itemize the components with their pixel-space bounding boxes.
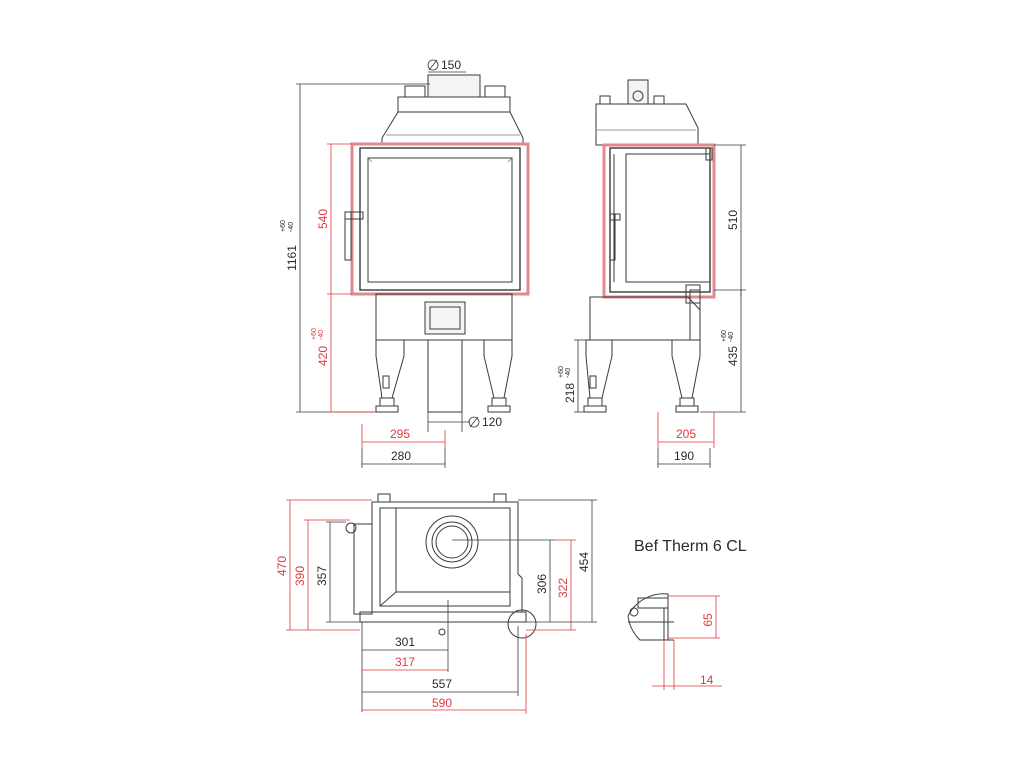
plan-depth-red-label: 390 <box>293 566 307 586</box>
side-right-height-label: 435 <box>726 346 740 366</box>
plan-view: 470 390 357 306 322 454 <box>275 493 597 714</box>
plan-width-black-label: 557 <box>432 677 452 691</box>
plan-flue-outer <box>425 515 479 569</box>
plan-detail-circle <box>507 609 537 639</box>
side-handle <box>609 213 616 261</box>
side-glass <box>625 153 711 283</box>
side-right-height-tol-plus: +60 <box>721 330 728 342</box>
side-lower-body <box>589 296 701 341</box>
side-door-height-label: 510 <box>726 210 740 230</box>
side-hood <box>595 103 699 146</box>
front-top-bracket-left <box>404 85 426 98</box>
front-flue-diameter-label: 150 <box>441 58 461 72</box>
side-offset-black-label: 190 <box>674 449 694 463</box>
side-leg-left <box>585 339 613 399</box>
side-foot-left <box>583 405 607 413</box>
front-body <box>359 147 521 291</box>
product-title: Bef Therm 6 CL <box>634 538 747 555</box>
detail-arc <box>627 593 669 641</box>
detail-width-label: 14 <box>700 673 714 687</box>
detail-view: 65 14 <box>627 593 722 690</box>
plan-width-red-label: 590 <box>432 696 452 710</box>
side-inlet-height-tol-plus: +60 <box>558 366 565 378</box>
side-inlet-height-label: 218 <box>563 383 577 403</box>
side-flue-collar <box>627 79 649 105</box>
front-air-diameter-label: 120 <box>482 415 502 429</box>
front-total-height-tol-plus: +60 <box>280 220 287 232</box>
front-view: 150 1161 +60 -40 540 420 +60 -40 <box>280 58 530 468</box>
front-handle <box>344 211 352 261</box>
front-total-height-tol-minus: -40 <box>288 222 295 232</box>
front-door-height-label: 540 <box>316 209 330 229</box>
front-frame <box>350 142 530 296</box>
side-foot-right <box>675 405 699 413</box>
plan-flue-offset-black-label: 301 <box>395 635 415 649</box>
plan-bottom-plate <box>359 611 527 623</box>
front-base-height-tol-minus: -40 <box>318 330 325 340</box>
front-glass <box>367 157 513 283</box>
plan-flue-depth-red-label: 322 <box>556 578 570 598</box>
front-foot-right <box>487 405 511 413</box>
front-leg-left <box>375 339 405 399</box>
front-base-height-label: 420 <box>316 346 330 366</box>
side-inlet-height-tol-minus: -40 <box>565 368 572 378</box>
side-leg-right <box>671 339 701 399</box>
front-offset-red-label: 295 <box>390 427 410 441</box>
front-leg-right <box>483 339 513 399</box>
plan-depth-inner-label: 357 <box>315 566 329 586</box>
front-base-height-tol-plus: +60 <box>311 328 318 340</box>
plan-flue-offset-red-label: 317 <box>395 655 415 669</box>
plan-depth-right-label: 454 <box>577 552 591 572</box>
plan-flue-inner <box>431 521 473 563</box>
plan-flue-depth-black-label: 306 <box>535 574 549 594</box>
side-body <box>609 147 711 293</box>
plan-depth-outer-label: 470 <box>275 556 289 576</box>
plan-pin <box>345 522 357 534</box>
front-top-bracket-right <box>484 85 506 98</box>
side-view: 510 435 +60 -40 218 +60 -40 205 <box>558 79 746 468</box>
front-foot-left <box>375 405 399 413</box>
front-air-pipe <box>427 339 463 413</box>
side-offset-red-label: 205 <box>676 427 696 441</box>
front-flue-collar <box>427 74 481 98</box>
side-frame <box>602 143 716 299</box>
front-hood <box>381 111 524 146</box>
detail-height-label: 65 <box>701 613 715 627</box>
front-top-box <box>397 96 511 113</box>
front-total-height-label: 1161 <box>285 245 299 271</box>
side-right-height-tol-minus: -40 <box>728 332 735 342</box>
front-offset-black-label: 280 <box>391 449 411 463</box>
